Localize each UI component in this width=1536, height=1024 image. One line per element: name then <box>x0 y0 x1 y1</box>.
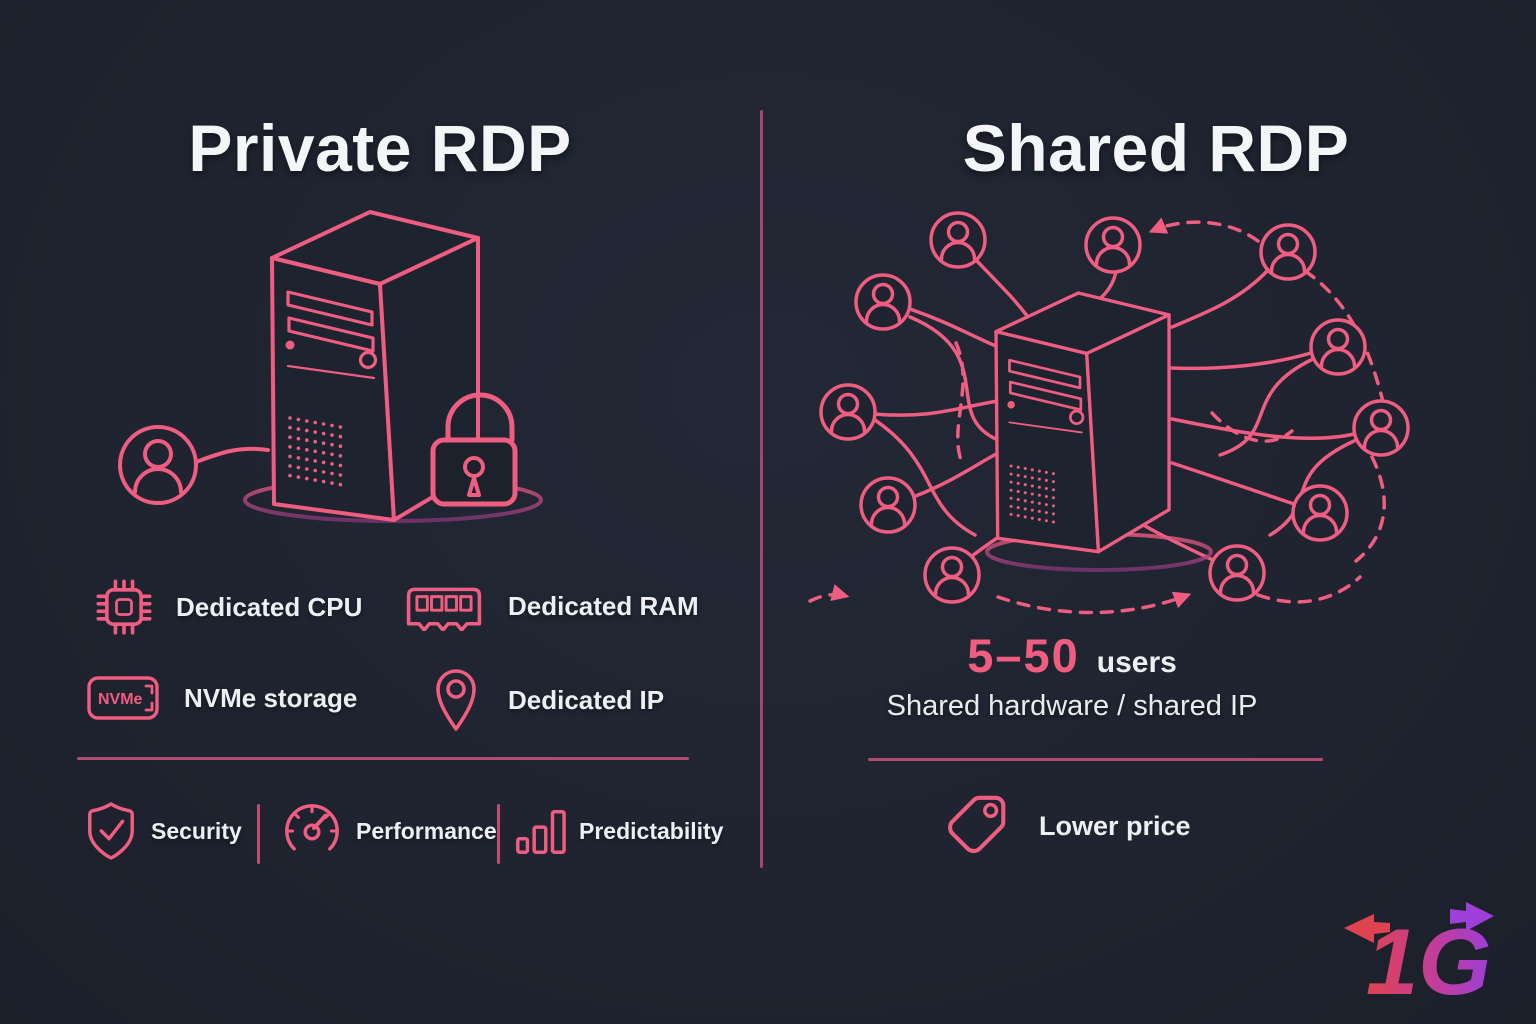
nvme-badge-text: NVMe <box>98 691 143 708</box>
user-icon <box>1208 544 1266 602</box>
user-icon <box>854 273 912 331</box>
benefit-label: Lower price <box>1039 811 1191 841</box>
users-count-line: 5–50 users <box>762 628 1382 683</box>
right-section-divider <box>868 758 1323 761</box>
quality-performance: Performance <box>281 798 497 864</box>
shared-rdp-title: Shared RDP <box>962 111 1350 185</box>
user-to-server-line <box>194 446 270 464</box>
connection-lines <box>808 217 1387 615</box>
users-word: users <box>1096 646 1177 679</box>
feature-label: Dedicated IP <box>508 684 665 715</box>
quality-predictability: Predictability <box>512 798 723 864</box>
price-tag-icon <box>948 795 1006 854</box>
logo-right-arrow <box>1450 902 1494 931</box>
user-icon <box>1259 223 1317 281</box>
quality-label: Performance <box>356 817 497 844</box>
logo-left-arrow <box>1344 914 1390 943</box>
shared-subtitle: Shared hardware / shared IP <box>886 690 1258 722</box>
feature-dedicated-cpu: Dedicated CPU <box>92 577 362 637</box>
ram-icon <box>406 587 482 631</box>
left-section-divider <box>77 757 689 760</box>
speedometer-icon <box>285 804 339 851</box>
user-icon <box>118 425 198 505</box>
server-tower-icon <box>994 291 1171 554</box>
user-icon <box>1291 484 1349 542</box>
private-rdp-title: Private RDP <box>188 111 572 185</box>
users-range: 5–50 <box>967 629 1080 682</box>
quality-separator <box>257 804 260 864</box>
quality-label: Security <box>151 817 242 844</box>
feature-label: NVMe storage <box>184 682 358 713</box>
feature-nvme-storage: NVMe NVMe storage <box>86 674 357 722</box>
1g-logo: 1G <box>1344 902 1494 1010</box>
cpu-icon <box>96 579 152 635</box>
bar-chart-icon <box>516 809 566 854</box>
user-icon <box>929 211 987 269</box>
shield-check-icon <box>88 802 134 860</box>
user-icon <box>859 476 917 534</box>
lock-icon <box>430 392 518 507</box>
quality-label: Predictability <box>579 817 724 844</box>
user-icon <box>819 383 877 441</box>
center-divider <box>760 110 763 868</box>
logo-text: 1G <box>1366 909 1491 1010</box>
user-icon <box>1309 318 1367 376</box>
server-tower-icon <box>270 210 480 522</box>
user-icon <box>923 546 981 604</box>
quality-separator <box>497 804 500 864</box>
feature-dedicated-ram: Dedicated RAM <box>400 581 699 631</box>
feature-label: Dedicated RAM <box>508 590 699 621</box>
quality-security: Security <box>84 798 242 864</box>
nvme-icon: NVMe <box>87 676 159 720</box>
location-pin-icon <box>436 669 476 731</box>
benefit-lower-price: Lower price <box>945 792 1191 860</box>
private-server-illustration <box>118 210 543 523</box>
feature-dedicated-ip: Dedicated IP <box>424 666 664 734</box>
feature-label: Dedicated CPU <box>176 591 363 622</box>
user-icon <box>1352 399 1410 457</box>
shared-server-illustration <box>808 211 1410 615</box>
user-icon <box>1084 216 1142 274</box>
